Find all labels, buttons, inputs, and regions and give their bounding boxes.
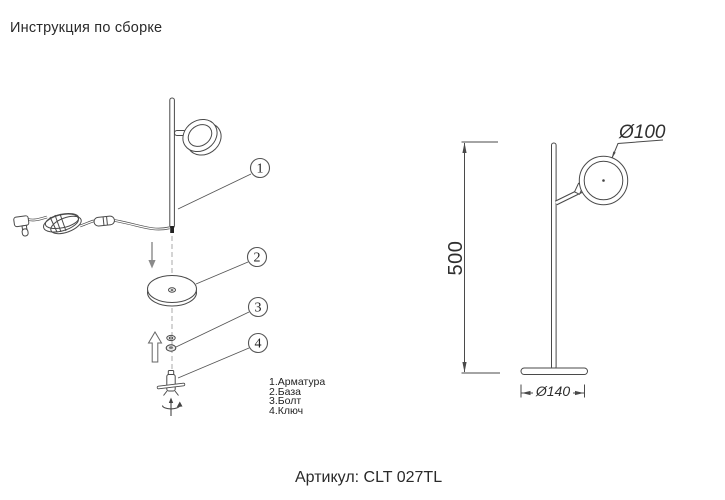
- head-diameter-label: Ø100: [618, 122, 666, 143]
- inline-switch: [93, 215, 115, 227]
- callout-3: 3: [175, 296, 269, 348]
- base-diameter-dimension: Ø140: [520, 383, 585, 399]
- insert-arrow-down-icon: [148, 242, 156, 269]
- parts-list-item: 3.Болт: [269, 395, 302, 408]
- power-cord: [27, 215, 170, 231]
- parts-list-item: 4.Ключ: [269, 404, 304, 417]
- side-base: [520, 367, 588, 375]
- pole-thread-tip: [170, 226, 174, 233]
- base-diameter-label: Ø140: [535, 383, 570, 399]
- assembly-diagram: 1 2 3 4: [13, 97, 271, 416]
- washer: [166, 334, 176, 342]
- power-plug: [13, 215, 30, 237]
- callout-number: 2: [254, 251, 261, 266]
- parts-list-item: 2.База: [269, 385, 302, 398]
- lamp-pole: [169, 97, 175, 233]
- page-title: Инструкция по сборке: [10, 20, 163, 36]
- callout-number: 3: [255, 301, 262, 316]
- side-arm: [554, 182, 585, 206]
- callout-number: 4: [255, 337, 262, 352]
- article-number: Артикул: CLT 027TL: [295, 469, 443, 486]
- height-dimension: 500: [445, 141, 500, 374]
- lamp-head-ring: [182, 118, 222, 156]
- insert-arrow-up-icon: [147, 331, 163, 363]
- base-disc: [147, 275, 197, 307]
- rotate-symbol-icon: [161, 397, 183, 416]
- callout-number: 1: [257, 162, 264, 177]
- callout-2: 2: [195, 246, 268, 285]
- head-diameter-dimension: Ø100: [611, 122, 666, 159]
- callout-1: 1: [177, 157, 271, 210]
- cable-coil: [42, 212, 82, 235]
- height-dimension-label: 500: [445, 241, 467, 276]
- hex-key: [156, 370, 186, 396]
- bolt-nut: [165, 344, 177, 352]
- side-ring: [578, 155, 629, 206]
- side-pole: [551, 142, 557, 370]
- dimension-drawing: 500 Ø100: [445, 122, 666, 399]
- callout-4: 4: [177, 332, 269, 379]
- parts-list: 1.Арматура 2.База 3.Болт 4.Ключ: [269, 376, 326, 417]
- parts-list-item: 1.Арматура: [269, 376, 326, 388]
